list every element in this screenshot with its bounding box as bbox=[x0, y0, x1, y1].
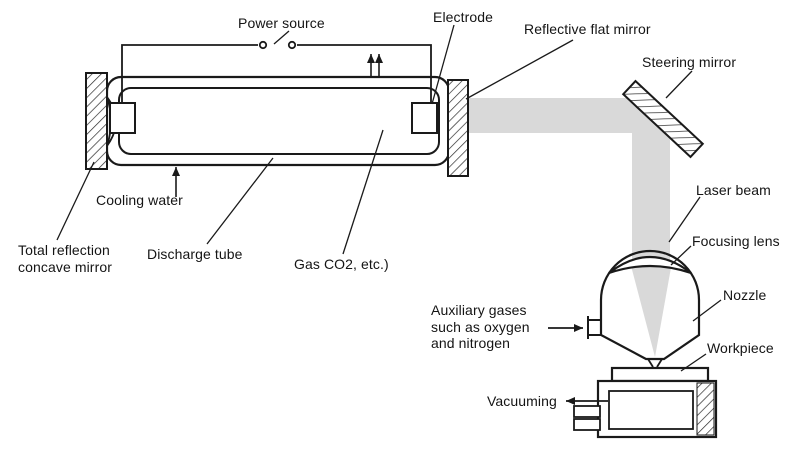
left-mirror-block bbox=[85, 72, 108, 170]
power-wire-left bbox=[121, 44, 258, 103]
right-mirror-block bbox=[447, 79, 469, 177]
label-reflective-flat-mirror: Reflective flat mirror bbox=[524, 21, 651, 37]
label-focusing-lens: Focusing lens bbox=[692, 233, 780, 249]
leader-focusing-lens bbox=[670, 245, 692, 266]
steering-mirror-block bbox=[621, 79, 705, 159]
label-power-source: Power source bbox=[238, 15, 325, 31]
leader-nozzle bbox=[692, 299, 722, 322]
lens-shape bbox=[608, 255, 692, 275]
focusing-lens-drawing bbox=[608, 255, 692, 275]
label-auxiliary-gases: Auxiliary gases such as oxygen and nitro… bbox=[431, 302, 530, 352]
vacuum-box-inner bbox=[608, 390, 694, 430]
leader-workpiece bbox=[680, 353, 707, 372]
reflective-flat-mirror-drawing bbox=[447, 79, 469, 177]
vacuum-port-upper bbox=[573, 405, 601, 418]
power-terminal-right bbox=[287, 40, 297, 50]
vacuum-port-lower bbox=[573, 418, 601, 431]
nozzle-tip bbox=[647, 358, 663, 368]
label-laser-beam: Laser beam bbox=[696, 182, 771, 198]
beam-horizontal-segment bbox=[468, 98, 678, 133]
laser-beam-path bbox=[468, 90, 678, 357]
label-total-reflection-mirror: Total reflection concave mirror bbox=[18, 242, 112, 275]
leader-gas bbox=[342, 129, 384, 255]
workpiece-plate bbox=[610, 366, 710, 383]
leader-lines bbox=[56, 24, 722, 372]
electrodes-drawing bbox=[109, 102, 438, 134]
leader-total-reflection bbox=[56, 161, 95, 241]
tube-flow-arrows bbox=[172, 54, 383, 197]
label-gas: Gas CO2, etc.) bbox=[294, 256, 389, 272]
beam-focused-cone bbox=[630, 262, 672, 357]
label-cooling-water: Cooling water bbox=[96, 192, 183, 208]
workpiece-drawing bbox=[610, 366, 710, 383]
nozzle-bell-outline bbox=[599, 249, 701, 361]
leader-reflective-mirror bbox=[465, 39, 574, 100]
label-vacuuming: Vacuuming bbox=[487, 393, 557, 409]
leader-discharge-tube bbox=[206, 157, 274, 245]
power-wire-right bbox=[297, 44, 432, 103]
label-discharge-tube: Discharge tube bbox=[147, 246, 243, 262]
beam-vertical-segment bbox=[632, 90, 670, 266]
label-nozzle: Nozzle bbox=[723, 287, 767, 303]
vacuum-box-hatched-end bbox=[696, 382, 715, 436]
electrode-right bbox=[411, 102, 438, 134]
leader-steering-mirror bbox=[665, 70, 693, 99]
flow-arrows bbox=[548, 324, 608, 405]
tube-outer-wall bbox=[105, 75, 451, 167]
label-workpiece: Workpiece bbox=[707, 340, 774, 356]
steering-mirror-drawing bbox=[621, 79, 705, 159]
gas-inlet-pipe bbox=[587, 316, 601, 339]
label-electrode: Electrode bbox=[433, 9, 494, 25]
vacuum-table-drawing bbox=[573, 379, 718, 439]
label-steering-mirror: Steering mirror bbox=[642, 54, 737, 70]
nozzle-assembly-drawing bbox=[587, 249, 701, 368]
leader-power-source bbox=[273, 30, 290, 45]
power-wiring-drawing bbox=[121, 40, 432, 103]
leader-laser-beam bbox=[668, 196, 701, 243]
electrode-left bbox=[109, 102, 136, 134]
discharge-tube-drawing bbox=[105, 75, 451, 167]
power-terminal-left bbox=[258, 40, 268, 50]
leader-electrode bbox=[431, 24, 455, 105]
